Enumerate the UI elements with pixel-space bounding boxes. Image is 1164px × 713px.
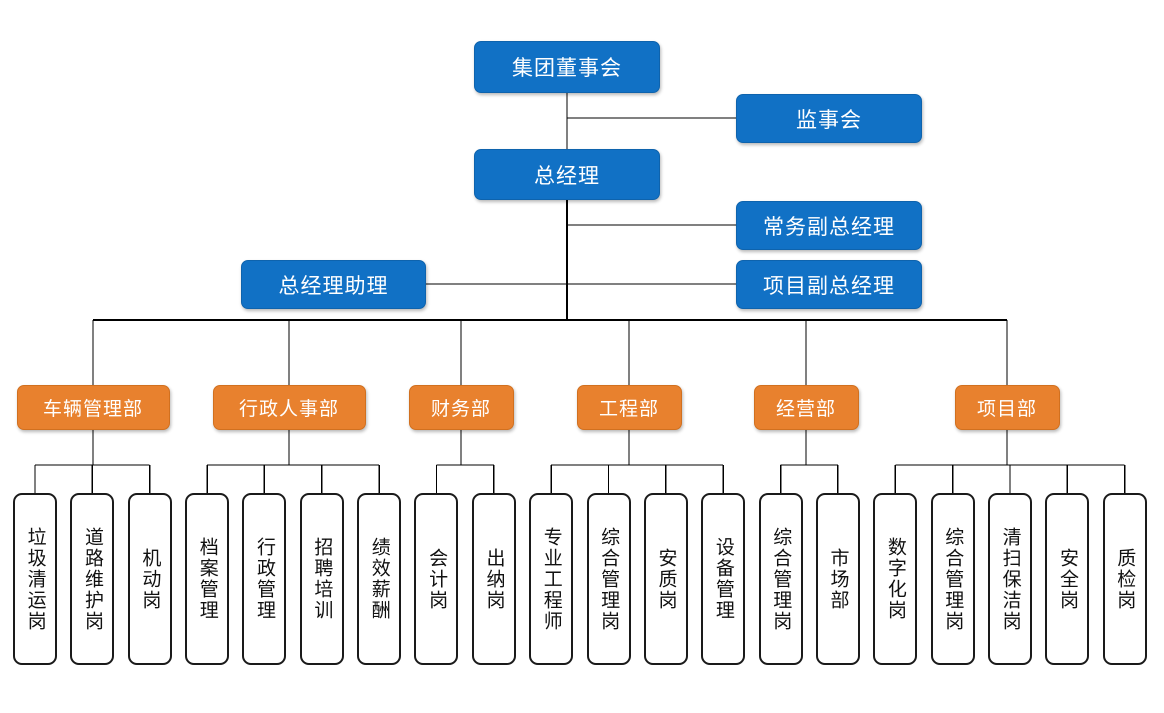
node-position-label: 档案管理 [196, 537, 218, 621]
node-position-label: 招聘培训 [311, 537, 333, 621]
node-position-label: 质检岗 [1114, 547, 1136, 611]
node-position-label: 会计岗 [426, 547, 448, 611]
node-general-manager-assistant-label: 总经理助理 [278, 274, 389, 298]
node-position-label: 绩效薪酬 [368, 537, 390, 621]
node-executive-deputy-manager[interactable]: 常务副总经理 [736, 201, 922, 250]
node-board[interactable]: 集团董事会 [474, 41, 660, 93]
node-department-label: 财务部 [430, 399, 491, 420]
node-position-label: 清扫保洁岗 [999, 526, 1021, 632]
node-position-finance-1[interactable]: 出纳岗 [471, 493, 516, 665]
node-position-project-0[interactable]: 数字化岗 [873, 493, 918, 665]
node-general-manager-label: 总经理 [534, 164, 600, 188]
node-department-operations[interactable]: 经营部 [753, 385, 859, 430]
node-position-label: 行政管理 [254, 537, 276, 621]
node-position-admin-hr-1[interactable]: 行政管理 [242, 493, 287, 665]
node-position-admin-hr-0[interactable]: 档案管理 [185, 493, 230, 665]
node-position-label: 安全岗 [1056, 547, 1078, 611]
node-position-engineering-1[interactable]: 综合管理岗 [586, 493, 631, 665]
node-department-label: 工程部 [598, 399, 659, 420]
node-position-project-4[interactable]: 质检岗 [1102, 493, 1147, 665]
node-board-label: 集团董事会 [512, 57, 622, 80]
node-project-deputy-manager[interactable]: 项目副总经理 [736, 260, 922, 309]
node-position-vehicle-1[interactable]: 道路维护岗 [70, 493, 115, 665]
node-position-label: 出纳岗 [483, 547, 505, 611]
node-position-label: 道路维护岗 [81, 526, 103, 632]
node-executive-deputy-manager-label: 常务副总经理 [763, 215, 895, 239]
node-department-label: 经营部 [775, 399, 836, 420]
node-department-finance[interactable]: 财务部 [408, 385, 514, 430]
node-department-vehicle[interactable]: 车辆管理部 [16, 385, 170, 430]
node-position-project-3[interactable]: 安全岗 [1045, 493, 1090, 665]
node-supervisory-board[interactable]: 监事会 [736, 94, 922, 143]
node-position-label: 综合管理岗 [770, 526, 792, 632]
node-position-engineering-2[interactable]: 安质岗 [643, 493, 688, 665]
node-position-engineering-0[interactable]: 专业工程师 [529, 493, 574, 665]
node-position-label: 专业工程师 [540, 526, 562, 632]
node-position-label: 垃圾清运岗 [24, 526, 46, 632]
node-department-project[interactable]: 项目部 [954, 385, 1060, 430]
node-position-label: 综合管理岗 [942, 526, 964, 632]
node-department-engineering[interactable]: 工程部 [576, 385, 682, 430]
node-supervisory-board-label: 监事会 [796, 108, 862, 132]
node-position-label: 机动岗 [139, 547, 161, 611]
node-position-admin-hr-3[interactable]: 绩效薪酬 [357, 493, 402, 665]
node-department-label: 车辆管理部 [42, 399, 143, 420]
node-position-vehicle-0[interactable]: 垃圾清运岗 [13, 493, 57, 665]
node-position-finance-0[interactable]: 会计岗 [414, 493, 459, 665]
node-position-engineering-3[interactable]: 设备管理 [701, 493, 746, 665]
node-position-project-1[interactable]: 综合管理岗 [930, 493, 975, 665]
node-department-label: 项目部 [976, 399, 1037, 420]
node-department-admin-hr[interactable]: 行政人事部 [212, 385, 366, 430]
node-department-label: 行政人事部 [238, 399, 339, 420]
node-position-admin-hr-2[interactable]: 招聘培训 [299, 493, 344, 665]
node-project-deputy-manager-label: 项目副总经理 [763, 274, 895, 298]
node-position-operations-0[interactable]: 综合管理岗 [758, 493, 803, 665]
node-general-manager[interactable]: 总经理 [474, 149, 660, 200]
node-position-vehicle-2[interactable]: 机动岗 [127, 493, 172, 665]
node-position-label: 数字化岗 [884, 537, 906, 621]
node-position-label: 市场部 [827, 547, 849, 611]
node-position-label: 安质岗 [655, 547, 677, 611]
node-general-manager-assistant[interactable]: 总经理助理 [241, 260, 426, 309]
node-position-label: 综合管理岗 [598, 526, 620, 632]
node-position-project-2[interactable]: 清扫保洁岗 [987, 493, 1032, 665]
node-position-operations-1[interactable]: 市场部 [815, 493, 860, 665]
node-position-label: 设备管理 [712, 537, 734, 621]
